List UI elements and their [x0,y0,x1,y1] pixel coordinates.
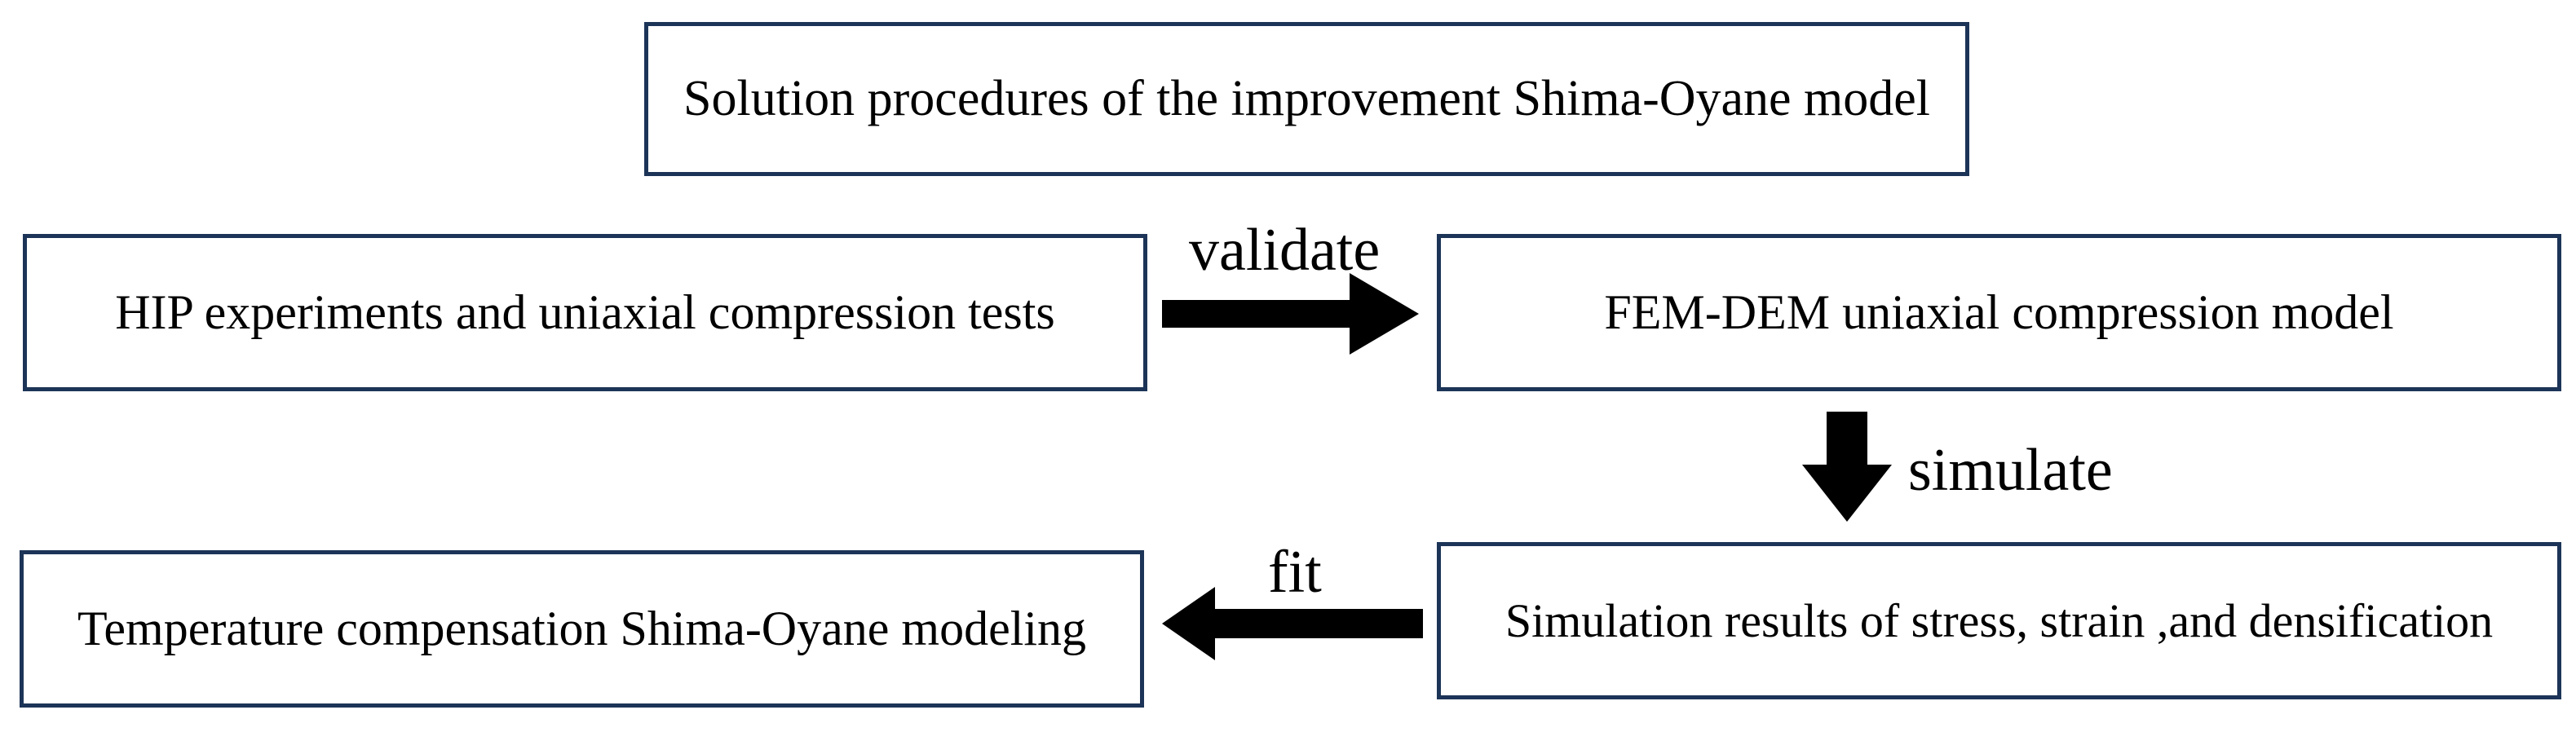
simulate-label: simulate [1908,437,2113,504]
temperature-compensation-box: Temperature compensation Shima-Oyane mod… [20,550,1144,708]
fit-label: fit [1268,539,1322,606]
fem-dem-model-text: FEM-DEM uniaxial compression model [1604,285,2394,339]
fem-dem-model-box: FEM-DEM uniaxial compression model [1437,234,2561,391]
title-box: Solution procedures of the improvement S… [644,22,1969,176]
title-text: Solution procedures of the improvement S… [683,71,1930,126]
validate-label: validate [1189,217,1381,284]
simulation-results-box: Simulation results of stress, strain ,an… [1437,542,2561,699]
hip-experiments-box: HIP experiments and uniaxial compression… [23,234,1147,391]
temperature-compensation-text: Temperature compensation Shima-Oyane mod… [77,602,1087,655]
fit-arrow-icon [1162,587,1423,660]
simulate-arrow-icon [1802,412,1892,522]
simulation-results-text: Simulation results of stress, strain ,an… [1505,594,2494,647]
hip-experiments-text: HIP experiments and uniaxial compression… [115,285,1055,339]
validate-arrow-icon [1162,273,1419,355]
